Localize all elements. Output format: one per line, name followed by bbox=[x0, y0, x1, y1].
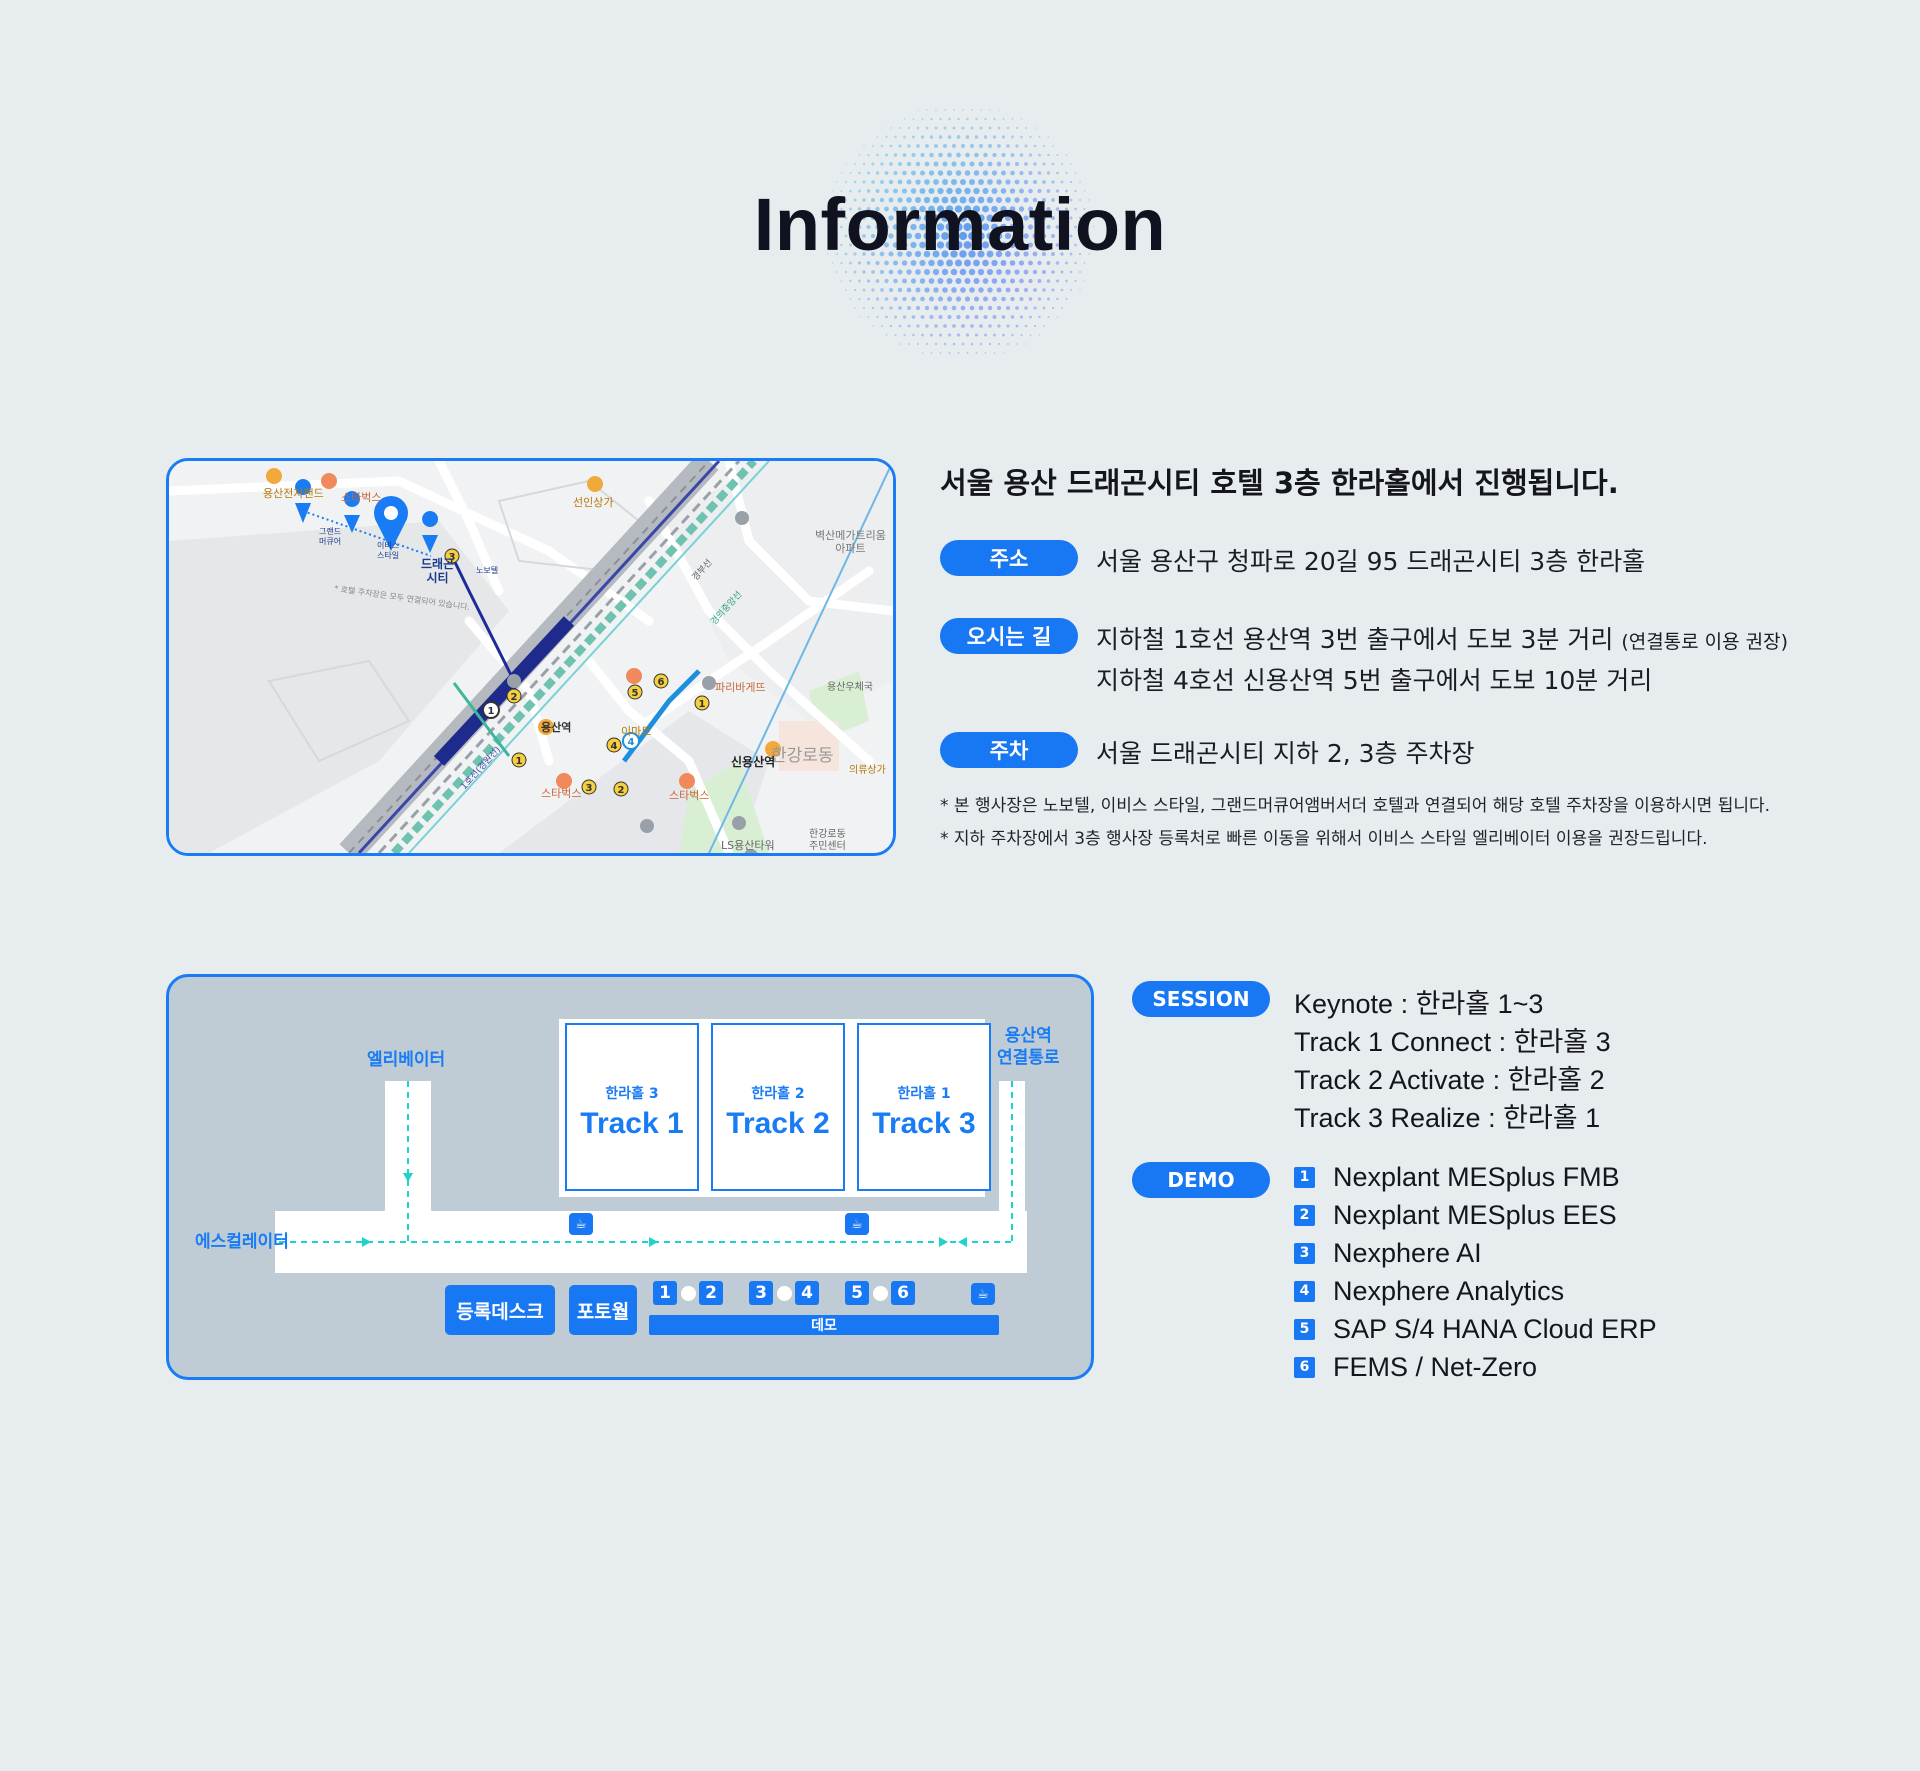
coffee-icon: ☕ bbox=[845, 1213, 869, 1235]
booth-2-badge[interactable]: 2 bbox=[699, 1281, 723, 1305]
escalator-label: 에스컬레이터 bbox=[195, 1232, 289, 1252]
address-text: 서울 용산구 청파로 20길 95 드래곤시티 3층 한라홀 bbox=[1096, 547, 1646, 576]
map-label-ls-tower: LS용산타워 bbox=[721, 839, 775, 852]
map-label-hangangro-center: 한강로동 주민센터 bbox=[809, 829, 846, 852]
svg-text:1: 1 bbox=[516, 756, 523, 767]
booth-5-badge[interactable]: 5 bbox=[845, 1281, 869, 1305]
session-line-track1: Track 1 Connect : 한라홀 3 bbox=[1294, 1027, 1611, 1057]
session-line-track2: Track 2 Activate : 한라홀 2 bbox=[1294, 1065, 1605, 1095]
directions-line1: 지하철 1호선 용산역 3번 출구에서 도보 3분 거리 (연결통로 이용 권장… bbox=[1096, 620, 1788, 656]
demo-item-label: Nexphere AI bbox=[1333, 1237, 1482, 1268]
svg-text:4: 4 bbox=[611, 741, 618, 752]
hall-track: Track 3 bbox=[872, 1107, 976, 1140]
demo-item-label: FEMS / Net-Zero bbox=[1333, 1351, 1538, 1382]
map-label-sinyongsan: 신용산역 bbox=[731, 755, 776, 769]
map-label-dragon-city: 드래곤 시티 bbox=[421, 557, 455, 585]
map-label-yongsan-station: 용산역 bbox=[541, 721, 572, 734]
map-label-emart: 이마트 bbox=[621, 725, 652, 738]
map-label-novotel: 노보텔 bbox=[476, 566, 499, 575]
hall-track-1[interactable]: 한라홀 3 Track 1 bbox=[565, 1023, 699, 1191]
hall-name: 한라홀 3 bbox=[605, 1086, 659, 1102]
demo-area-bar[interactable]: 데모 bbox=[649, 1315, 999, 1335]
demo-number-badge: 2 bbox=[1294, 1204, 1315, 1226]
parking-pill: 주차 bbox=[940, 732, 1078, 768]
booth-4-badge[interactable]: 4 bbox=[795, 1281, 819, 1305]
address-pill: 주소 bbox=[940, 540, 1078, 576]
floor-plan: 한라홀 3 Track 1 한라홀 2 Track 2 한라홀 1 Track … bbox=[166, 974, 1094, 1380]
booth-dot bbox=[873, 1286, 888, 1301]
directions-line1-text: 지하철 1호선 용산역 3번 출구에서 도보 3분 거리 bbox=[1096, 625, 1614, 654]
demo-item-label: Nexplant MESplus EES bbox=[1333, 1199, 1617, 1230]
map-label-starbucks-bottom: 스타벅스 bbox=[541, 787, 582, 800]
hall-track-3[interactable]: 한라홀 1 Track 3 bbox=[857, 1023, 991, 1191]
demo-item-label: SAP S/4 HANA Cloud ERP bbox=[1333, 1313, 1657, 1344]
coffee-icon: ☕ bbox=[971, 1283, 995, 1305]
map-label-hangangro: 한강로동 bbox=[771, 746, 834, 766]
session-line-keynote: Keynote : 한라홀 1~3 bbox=[1294, 989, 1544, 1019]
demo-item: 1 Nexplant MESplus FMB bbox=[1294, 1162, 1620, 1192]
hall-name: 한라홀 2 bbox=[751, 1086, 805, 1102]
map-label-paris: 파리바게뜨 bbox=[715, 681, 766, 694]
halftone-decoration bbox=[827, 109, 1095, 354]
map-label-grand-mercure: 그랜드 머큐어 bbox=[319, 527, 342, 546]
info-headline: 서울 용산 드래곤시티 호텔 3층 한라홀에서 진행됩니다. bbox=[940, 466, 1619, 500]
hall-track-2[interactable]: 한라홀 2 Track 2 bbox=[711, 1023, 845, 1191]
location-map[interactable]: 2 3 1 1 5 6 1 4 3 2 4 용산전자랜드 스타벅스 선인상가 그… bbox=[166, 458, 896, 856]
demo-number-badge: 1 bbox=[1294, 1166, 1315, 1188]
map-label-post: 용산우체국 bbox=[827, 682, 873, 693]
hall-track: Track 1 bbox=[580, 1107, 684, 1140]
demo-item: 4 Nexphere Analytics bbox=[1294, 1276, 1564, 1306]
hall-name: 한라홀 1 bbox=[897, 1086, 951, 1102]
demo-item-label: Nexphere Analytics bbox=[1333, 1275, 1565, 1306]
coffee-icon: ☕ bbox=[569, 1213, 593, 1235]
demo-number-badge: 3 bbox=[1294, 1242, 1315, 1264]
demo-item: 2 Nexplant MESplus EES bbox=[1294, 1200, 1617, 1230]
map-label-sunin: 선인상가 bbox=[573, 496, 614, 509]
demo-number-badge: 6 bbox=[1294, 1356, 1315, 1378]
directions-line2: 지하철 4호선 신용산역 5번 출구에서 도보 10분 거리 bbox=[1096, 666, 1653, 695]
registration-desk-button[interactable]: 등록데스크 bbox=[445, 1285, 555, 1335]
demo-item: 3 Nexphere AI bbox=[1294, 1238, 1482, 1268]
svg-text:2: 2 bbox=[511, 692, 518, 703]
directions-pill: 오시는 길 bbox=[940, 618, 1078, 654]
booth-1-badge[interactable]: 1 bbox=[653, 1281, 677, 1305]
svg-text:3: 3 bbox=[586, 783, 593, 794]
svg-text:1: 1 bbox=[699, 699, 706, 710]
hall-track: Track 2 bbox=[726, 1107, 830, 1140]
map-label-starbucks-mid: 스타벅스 bbox=[669, 789, 710, 802]
demo-number-badge: 4 bbox=[1294, 1280, 1315, 1302]
svg-text:2: 2 bbox=[618, 785, 625, 796]
parking-text: 서울 드래곤시티 지하 2, 3층 주차장 bbox=[1096, 739, 1475, 768]
svg-text:6: 6 bbox=[658, 677, 665, 688]
svg-text:3: 3 bbox=[449, 552, 456, 563]
booth-dot bbox=[777, 1286, 792, 1301]
demo-pill: DEMO bbox=[1132, 1162, 1270, 1198]
map-label-yongsan-electronics: 용산전자랜드 bbox=[263, 487, 324, 500]
demo-item: 5 SAP S/4 HANA Cloud ERP bbox=[1294, 1314, 1657, 1344]
demo-number-badge: 5 bbox=[1294, 1318, 1315, 1340]
session-pill: SESSION bbox=[1132, 981, 1270, 1017]
booth-dot bbox=[681, 1286, 696, 1301]
booth-3-badge[interactable]: 3 bbox=[749, 1281, 773, 1305]
map-label-baeksan: 벽산메가트리움 아파트 bbox=[815, 529, 886, 555]
svg-text:1: 1 bbox=[488, 706, 495, 717]
booth-6-badge[interactable]: 6 bbox=[891, 1281, 915, 1305]
note-2: * 지하 주차장에서 3층 행사장 등록처로 빠른 이동을 위해서 이비스 스타… bbox=[940, 829, 1708, 849]
directions-line1-note: (연결통로 이용 권장) bbox=[1621, 631, 1789, 653]
map-label-clothing: 의류상가 bbox=[849, 765, 886, 776]
page-title: Information bbox=[753, 183, 1167, 266]
elevator-label: 엘리베이터 bbox=[367, 1050, 446, 1070]
map-label-starbucks-top: 스타벅스 bbox=[341, 491, 382, 504]
demo-item: 6 FEMS / Net-Zero bbox=[1294, 1352, 1537, 1382]
connection-label: 용산역 연결통로 bbox=[997, 1026, 1060, 1068]
map-label-ibis: 이비스 스타일 bbox=[377, 541, 400, 560]
svg-text:4: 4 bbox=[628, 737, 635, 748]
photowall-button[interactable]: 포토월 bbox=[569, 1285, 637, 1335]
demo-item-label: Nexplant MESplus FMB bbox=[1333, 1161, 1620, 1192]
svg-text:5: 5 bbox=[632, 688, 639, 699]
route-path bbox=[279, 1081, 1013, 1247]
note-1: * 본 행사장은 노보텔, 이비스 스타일, 그랜드머큐어앰버서더 호텔과 연결… bbox=[940, 796, 1771, 816]
session-line-track3: Track 3 Realize : 한라홀 1 bbox=[1294, 1103, 1601, 1133]
